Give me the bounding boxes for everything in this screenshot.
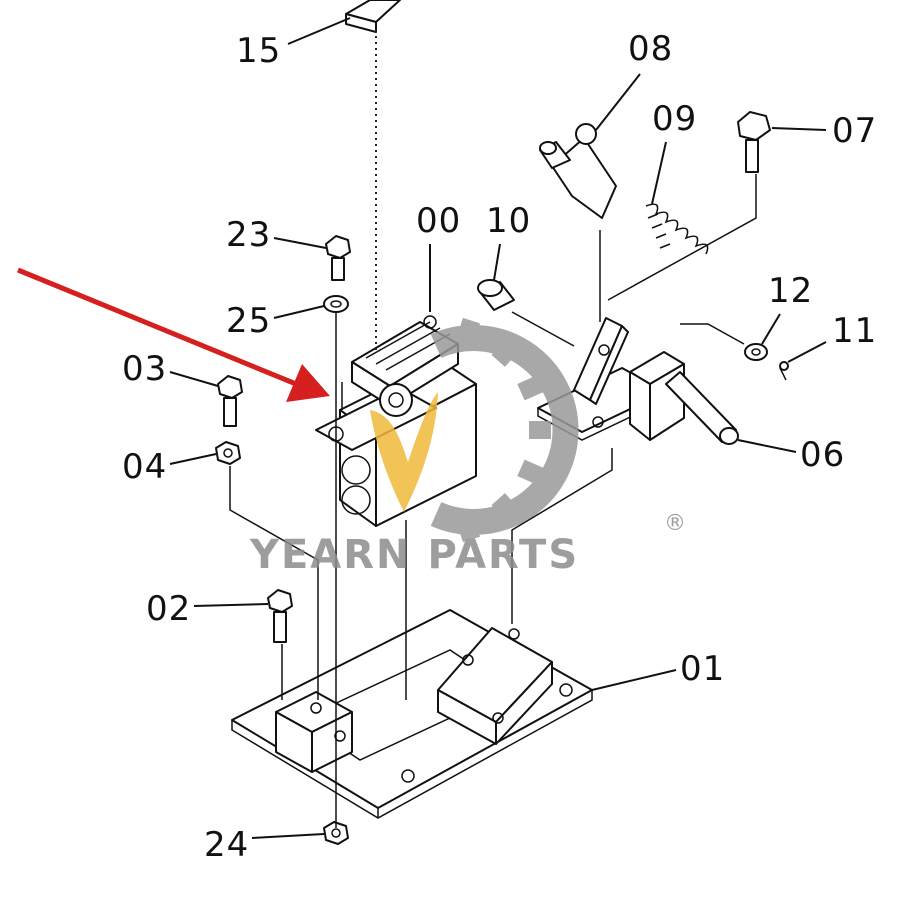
- callout-03: 03: [122, 349, 219, 389]
- callout-06: 06: [737, 435, 845, 475]
- callout-11: 11: [787, 311, 877, 363]
- label-23: 23: [226, 215, 271, 255]
- base-plate-part-01: [231, 609, 593, 819]
- pointer-arrow: [17, 267, 330, 402]
- switch-part-08: [539, 123, 617, 219]
- arrow-head: [286, 364, 330, 402]
- callout-12: 12: [761, 271, 813, 345]
- callout-23: 23: [226, 215, 327, 255]
- callout-09: 09: [651, 99, 697, 205]
- label-00: 00: [416, 201, 461, 241]
- watermark-gear-tooth: [517, 375, 545, 401]
- label-07: 07: [832, 111, 877, 151]
- watermark-logo: YEARN PARTS ®: [249, 317, 686, 578]
- callout-24: 24: [204, 825, 325, 865]
- assembly-lines: [229, 30, 757, 828]
- watermark-gear-tooth: [491, 493, 520, 522]
- callout-08: 08: [595, 29, 673, 131]
- watermark-gear-tooth: [529, 421, 551, 439]
- callout-04: 04: [122, 447, 217, 487]
- label-08: 08: [628, 29, 673, 69]
- callout-10: 10: [486, 201, 531, 281]
- label-04: 04: [122, 447, 167, 487]
- callout-25: 25: [226, 301, 325, 341]
- watermark-gear-ring: [430, 325, 579, 535]
- lever-bracket-part-06: [477, 279, 768, 445]
- label-11: 11: [832, 311, 877, 351]
- watermark-gear-tooth: [517, 459, 545, 485]
- label-02: 02: [146, 589, 191, 629]
- bolt-part-07: [737, 111, 771, 173]
- label-06: 06: [800, 435, 845, 475]
- screw-part-11: [779, 361, 789, 381]
- washer-part-25: [323, 295, 349, 313]
- label-01: 01: [680, 649, 725, 689]
- label-24: 24: [204, 825, 249, 865]
- callout-15: 15: [236, 17, 351, 71]
- watermark-text: YEARN PARTS: [249, 532, 579, 578]
- bolt-part-02: [267, 589, 293, 643]
- label-15: 15: [236, 31, 281, 71]
- callout-02: 02: [146, 589, 269, 629]
- label-03: 03: [122, 349, 167, 389]
- label-12: 12: [768, 271, 813, 311]
- nut-part-24: [323, 821, 349, 845]
- label-10: 10: [486, 201, 531, 241]
- bolt-part-03: [217, 375, 243, 427]
- arrow-shaft: [17, 267, 297, 387]
- nut-part-04: [215, 441, 241, 465]
- flame-icon: [370, 392, 438, 512]
- callout-07: 07: [771, 111, 877, 151]
- label-25: 25: [226, 301, 271, 341]
- gear-icon: [430, 317, 579, 543]
- watermark-gear-tooth: [491, 338, 520, 367]
- callout-01: 01: [591, 649, 725, 691]
- bolt-part-23: [325, 235, 351, 281]
- plate-part-15: [345, 0, 401, 33]
- label-09: 09: [652, 99, 697, 139]
- registered-mark: ®: [664, 511, 686, 536]
- callout-00: 00: [416, 201, 461, 312]
- watermark-gear-tooth: [456, 515, 481, 543]
- watermark-gear-tooth: [456, 317, 481, 345]
- spring-part-09: [645, 203, 709, 255]
- watermark-gear-teeth: [456, 317, 551, 543]
